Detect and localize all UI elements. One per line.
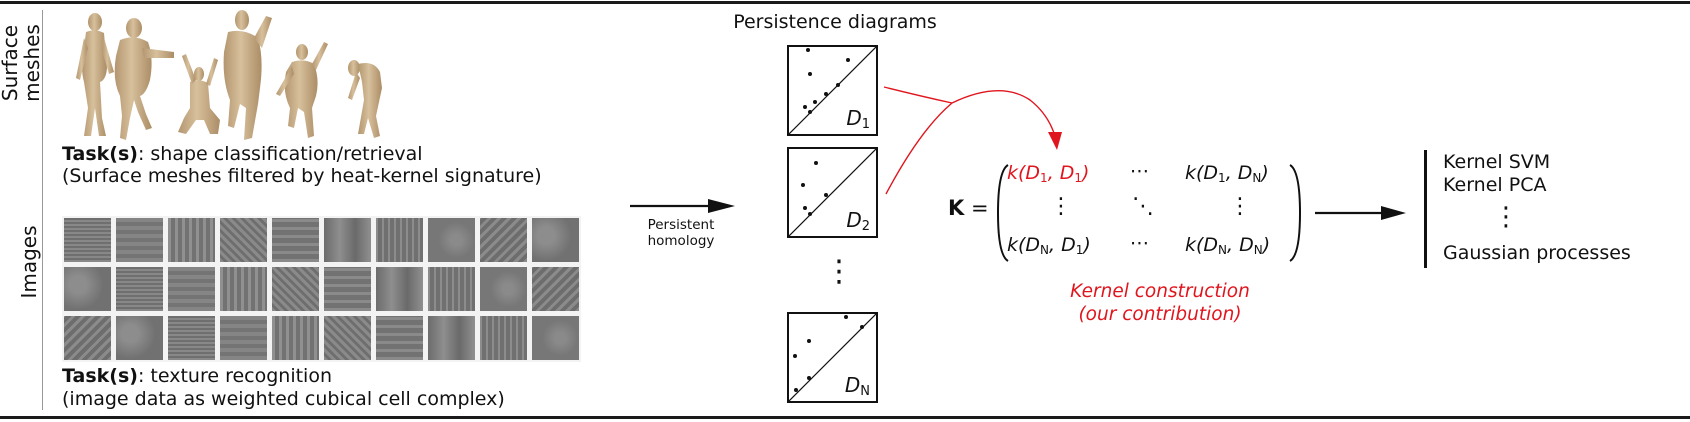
texture-tile: [116, 267, 163, 311]
kernel-connector-arrow: [883, 86, 1062, 195]
texture-tile: [428, 218, 475, 262]
persistence-diagram-d2: D2: [787, 147, 878, 238]
diagram-label-d2: D2: [846, 208, 870, 234]
matrix-cell-hdots-row3: ⋯: [1130, 232, 1149, 254]
texture-tile: [376, 316, 423, 360]
texture-tile: [220, 316, 267, 360]
texture-tile: [324, 316, 371, 360]
texture-tile: [532, 267, 579, 311]
diagram-plot: [789, 314, 876, 401]
task-images-note: (image data as weighted cubical cell com…: [62, 388, 505, 410]
matrix-cell-vdots-col1: ⋮: [1050, 194, 1072, 219]
texture-tile: [428, 267, 475, 311]
texture-image-grid: [62, 216, 581, 362]
methods-arrow: [1315, 206, 1406, 220]
texture-tile: [480, 316, 527, 360]
texture-tile: [272, 316, 319, 360]
texture-tile: [168, 218, 215, 262]
texture-tile: [116, 316, 163, 360]
mesh-figure-4: [223, 10, 272, 140]
texture-tile: [272, 267, 319, 311]
texture-tile: [480, 267, 527, 311]
method-gaussian-processes: Gaussian processes: [1443, 242, 1631, 264]
texture-tile: [64, 316, 111, 360]
texture-tile: [532, 218, 579, 262]
persistence-diagram-d1: D1: [787, 45, 878, 136]
top-rule: [0, 1, 1690, 4]
texture-tile: [116, 218, 163, 262]
matrix-cell-k-d1-d1: k(D1, D1): [1007, 162, 1090, 185]
texture-tile: [428, 316, 475, 360]
mesh-figure-2: [114, 18, 174, 140]
row-label-surface-meshes: Surface meshes: [0, 24, 44, 102]
matrix-cell-k-dn-d1: k(DN, D1): [1007, 234, 1091, 257]
texture-tile: [220, 218, 267, 262]
texture-tile: [324, 267, 371, 311]
diagram-label-d1: D1: [846, 106, 870, 132]
matrix-cell-hdots-row1: ⋯: [1130, 160, 1149, 182]
texture-tile: [324, 218, 371, 262]
persistence-diagrams-title: Persistence diagrams: [733, 11, 937, 33]
mesh-figure-5: [276, 42, 328, 138]
method-kernel-pca: Kernel PCA: [1443, 174, 1547, 196]
row-divider: [42, 10, 43, 410]
persistent-homology-label: Persistent homology: [647, 217, 715, 249]
mesh-figure-6: [348, 60, 382, 138]
mesh-figure-1: [76, 13, 114, 136]
matrix-right-paren: [1289, 164, 1302, 262]
methods-divider: [1424, 150, 1427, 268]
task-surface-meshes: Task(s): shape classification/retrieval: [62, 143, 423, 165]
method-kernel-svm: Kernel SVM: [1443, 151, 1551, 173]
persistence-diagram-dn: DN: [787, 312, 878, 403]
kernel-construction-caption: Kernel construction (our contribution): [1070, 281, 1250, 325]
texture-tile: [532, 316, 579, 360]
texture-tile: [220, 267, 267, 311]
texture-tile: [168, 267, 215, 311]
texture-tile: [376, 218, 423, 262]
methods-ellipsis: ⋮: [1493, 202, 1519, 232]
task-surface-meshes-note: (Surface meshes filtered by heat-kernel …: [62, 165, 542, 187]
texture-tile: [64, 218, 111, 262]
texture-tile: [64, 267, 111, 311]
matrix-symbol: K: [948, 196, 965, 220]
mesh-figure-3: [178, 54, 220, 134]
matrix-left-paren: [996, 164, 1009, 262]
texture-tile: [168, 316, 215, 360]
row-label-images: Images: [17, 225, 41, 299]
diagrams-ellipsis: ⋮: [824, 254, 854, 289]
matrix-cell-vdots-col3: ⋮: [1229, 194, 1251, 219]
texture-tile: [272, 218, 319, 262]
diagram-plot: [789, 47, 876, 134]
diagram-label-dn: DN: [844, 373, 870, 399]
matrix-cell-ddots: ⋱: [1132, 194, 1154, 219]
texture-tile: [480, 218, 527, 262]
persistent-homology-arrow: [630, 199, 735, 213]
diagram-plot: [789, 149, 876, 236]
surface-meshes-image: [76, 10, 382, 140]
matrix-cell-k-dn-dn: k(DN, DN): [1185, 234, 1271, 257]
texture-tile: [376, 267, 423, 311]
bottom-rule: [0, 416, 1690, 419]
matrix-cell-k-d1-dn: k(D1, DN): [1185, 162, 1269, 185]
task-images: Task(s): texture recognition: [62, 365, 333, 387]
matrix-equals: =: [971, 196, 989, 220]
